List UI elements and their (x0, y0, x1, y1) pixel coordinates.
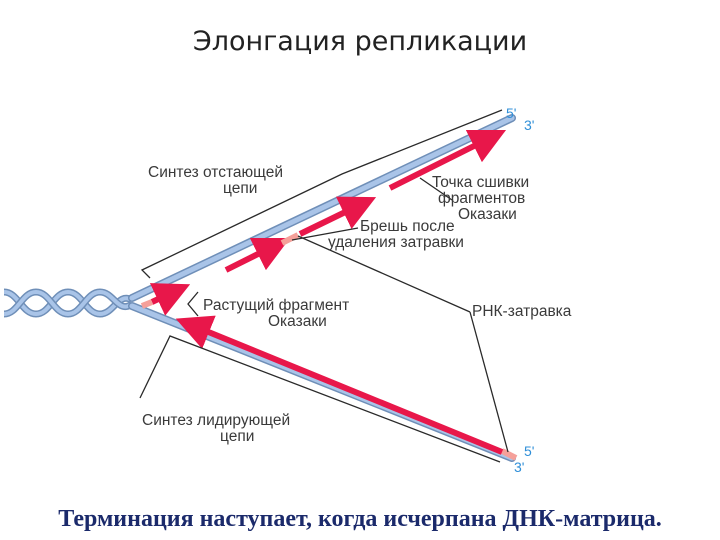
okazaki-fragment (224, 237, 291, 273)
bottom-three-prime-label: 3' (514, 459, 524, 475)
rna-primer-segment (280, 232, 300, 246)
rna-primer-segment (500, 448, 518, 461)
rna-primers (140, 232, 518, 461)
parental-double-helix (3, 288, 135, 318)
rna-primer-segment (140, 299, 154, 309)
bottom-five-prime-label: 5' (524, 443, 534, 459)
slide-title: Элонгация репликации (192, 26, 528, 57)
label-growing-fragment: Растущий фрагмент Оказаки (203, 297, 354, 330)
label-leading-synthesis: Синтез лидирующей цепи (142, 412, 294, 445)
okazaki-fragment (298, 196, 377, 237)
okazaki-fragment (388, 129, 507, 191)
rna-primer-leader (297, 235, 509, 453)
ligation-leader (419, 177, 453, 201)
label-lagging-synthesis: Синтез отстающей цепи (148, 164, 287, 197)
label-rna-primer: РНК-затравка (472, 303, 572, 320)
lagging-bracket (140, 109, 503, 279)
top-three-prime-label: 3' (524, 117, 534, 133)
top-five-prime-label: 5' (506, 105, 516, 121)
label-ligation-point: Точка сшивки фрагментов Оказаки (432, 174, 534, 223)
caption: Терминация наступает, когда исчерпана ДН… (58, 506, 662, 532)
lagging-strand-template (128, 114, 516, 302)
leading-strand-new (175, 315, 504, 455)
leading-bracket (139, 335, 501, 463)
leader-lines (139, 109, 509, 463)
growing-okazaki-fragment (149, 283, 191, 316)
label-gap: Брешь после удаления затравки (328, 218, 464, 251)
okazaki-fragments (149, 129, 507, 316)
growing-bracket (187, 291, 199, 317)
